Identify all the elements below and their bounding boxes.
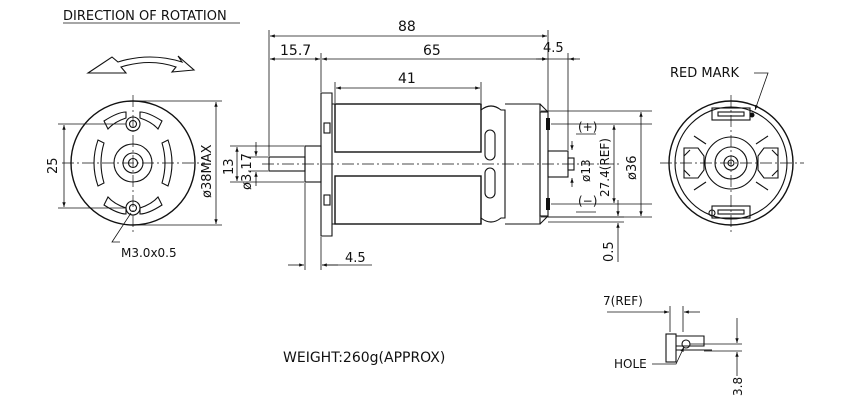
drawing-title: DIRECTION OF ROTATION [63, 9, 227, 24]
terminal-thickness-dim: 0.5 [602, 241, 617, 262]
plus-label: (+) [578, 120, 597, 134]
shaft-diameter-dim: ø3.17 [240, 153, 255, 190]
hole-offset-dim: 3.8 [731, 377, 745, 396]
vent-slot-1 [103, 111, 127, 130]
weight-label: WEIGHT:260g(APPROX) [283, 350, 445, 366]
can-length-dim: 41 [398, 71, 416, 87]
rotation-direction-arrow-icon [86, 55, 196, 74]
brush-holder-right [757, 147, 779, 179]
can-top-half [334, 103, 482, 153]
shaft-length-dim: 15.7 [280, 43, 311, 59]
hole-label: HOLE [614, 357, 647, 371]
overall-length-dim: 88 [398, 19, 416, 35]
terminal-minus [546, 198, 550, 210]
front-flange [320, 92, 333, 237]
vent-slot-2 [139, 111, 163, 130]
boss-length-dim: 4.5 [345, 251, 366, 266]
vent-slot-6 [139, 196, 163, 215]
rear-diameter-dim: ø36 [625, 156, 640, 181]
terminal-blade [665, 333, 677, 363]
vent-slot-5 [103, 196, 127, 215]
side-view [262, 92, 620, 237]
rear-boss-diameter-dim: ø13 [579, 159, 593, 182]
mount-spacing-dim: 25 [46, 157, 61, 174]
can-diameter-dim: ø38MAX [200, 144, 215, 198]
red-mark-label: RED MARK [670, 66, 740, 81]
front-view [62, 95, 205, 232]
body-length-dim: 65 [423, 43, 441, 59]
terminal-hole [681, 339, 691, 349]
brush-holder-left [683, 147, 705, 179]
vent-slot-3 [93, 139, 105, 187]
can-bottom-half [334, 175, 482, 225]
minus-label: (−) [578, 194, 597, 208]
terminal-detail: 7(REF) 3.8 [603, 294, 745, 396]
terminal-spacing-dim: 27.4(REF) [598, 138, 612, 197]
terminal-length-dim: 7(REF) [603, 294, 643, 308]
boss-diameter-dim: 13 [222, 158, 237, 175]
vent-slot-4 [161, 139, 173, 187]
terminal-plus [546, 118, 550, 130]
mount-thread-label: M3.0x0.5 [121, 246, 177, 260]
rear-view [660, 95, 804, 232]
terminal-offset-dim: 4.5 [543, 41, 564, 56]
